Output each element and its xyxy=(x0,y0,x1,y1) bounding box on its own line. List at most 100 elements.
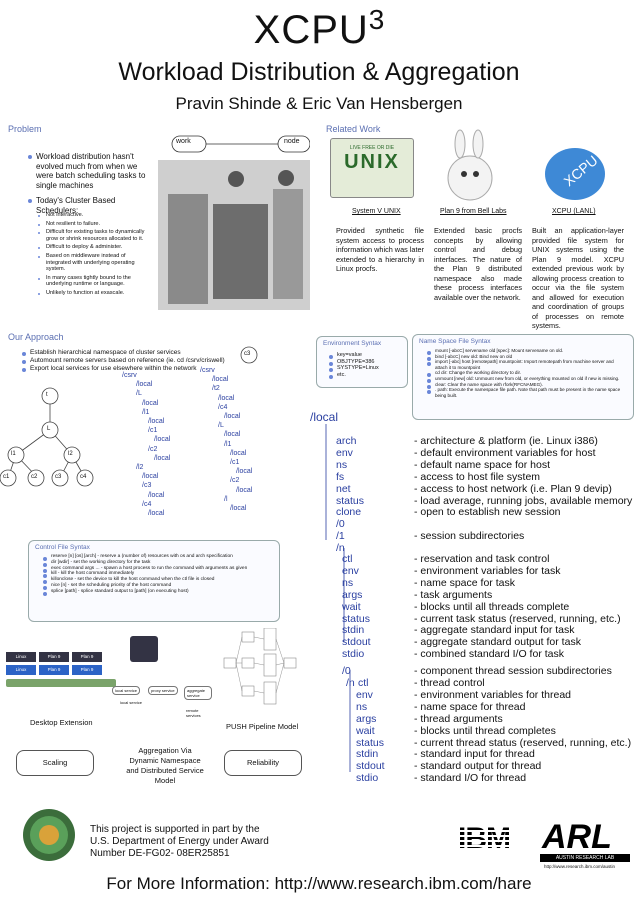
ibm-logo-text: IBM xyxy=(458,822,510,855)
fs-root: /local xyxy=(310,410,339,424)
fs-desc: - current thread status (reserved, runni… xyxy=(414,736,632,749)
fs-entry: ctl xyxy=(358,677,369,689)
fs-entry: ctl xyxy=(342,553,353,565)
approach-bullet: Export local services for use elsewhere … xyxy=(22,365,252,373)
desktop-extension-label: Desktop Extension xyxy=(30,718,93,727)
tree-entry: /local xyxy=(142,399,159,407)
fs-desc: - environment variables for task xyxy=(414,564,561,577)
problem-sub-bullet: In many cases tightly bound to the under… xyxy=(38,275,148,288)
ctl-box-title: Control File Syntax xyxy=(35,544,90,551)
fs-entry: args xyxy=(356,712,377,725)
problem-sublist: Not interactive. Not resilient to failur… xyxy=(38,212,148,297)
ns-box-item: import [-abc] host [remotepath] mountpoi… xyxy=(427,359,627,370)
dt-base-bar xyxy=(6,679,116,687)
tree-entry: /local xyxy=(230,449,247,457)
ctl-box-item: killonclose - set the device to kill the… xyxy=(43,577,273,584)
env-box-item: etc. xyxy=(329,372,401,379)
fs-entry: fs xyxy=(336,470,345,483)
fs-desc: - architecture & platform (ie. Linux i38… xyxy=(414,435,598,447)
fs-entry: wait xyxy=(342,600,361,613)
fs-entry: net xyxy=(336,482,351,495)
fs-entry: wait xyxy=(356,724,375,737)
fs-desc: - access to host file system xyxy=(414,470,541,483)
problem-sub-bullet: Based on middleware instead of integrate… xyxy=(38,253,148,273)
title-main: XCPU xyxy=(253,8,369,52)
ns-box-list: mount [-abcC] servename old [spec]: Moun… xyxy=(419,348,627,398)
dt-box: Plan 9 xyxy=(39,652,69,662)
fs-desc: - name space for thread xyxy=(414,700,526,713)
node-L: L xyxy=(47,426,51,432)
problem-list: Workload distribution hasn't evolved muc… xyxy=(28,152,150,215)
control-syntax-box: Control File Syntax reserve [n] [os] [ar… xyxy=(28,540,280,622)
fs-level1-desc: - architecture & platform (ie. Linux i38… xyxy=(414,435,632,543)
fs-entry: ns xyxy=(342,576,354,589)
tree-entry: /local xyxy=(142,473,159,481)
node-l2: l2 xyxy=(68,451,73,457)
fs-tree-lines xyxy=(325,424,351,772)
fs-entry: stdout xyxy=(356,760,385,773)
fs-entry: status xyxy=(342,612,371,625)
desktop-diagram: Linux Plan 9 Plan 9 Linux Plan 9 Plan 9 xyxy=(6,632,116,704)
svc-label: proxy service xyxy=(148,686,178,695)
fs-level1: arch env ns fs net status clone /0 /1 /n xyxy=(336,435,364,555)
ibm-logo-icon: IBM xyxy=(458,822,510,856)
fs-entry: stdio xyxy=(342,648,365,661)
fs-desc: - thread control xyxy=(414,677,485,689)
related-col-plan9-text: Extended basic procfs concepts by allowi… xyxy=(434,226,522,302)
xcpu-logo-icon: XCPU xyxy=(540,140,610,206)
tree-entry: /l2 xyxy=(136,464,144,472)
service-diagram: local service proxy service aggregate se… xyxy=(112,632,212,718)
fs-entry: clone xyxy=(336,506,362,519)
fs-entry: ns xyxy=(336,458,348,471)
tree-entry: /local xyxy=(224,413,241,421)
node-t: t xyxy=(46,392,48,398)
problem-sub-bullet: Difficult for existing tasks to dynamica… xyxy=(38,229,148,242)
env-box-item: SYSTYPE=Linux xyxy=(329,365,401,372)
authors: Pravin Shinde & Eric Van Hensbergen xyxy=(175,94,463,113)
namespace-tree-left: /csrv /local /L /local /l1 /local /c1 /l… xyxy=(122,371,212,518)
doe-seal-icon xyxy=(22,808,76,862)
tree-entry: /local xyxy=(212,376,229,384)
fs-entry: /0 xyxy=(336,518,345,531)
ns-box-item: bind [-abcC] new old: Bind new on old xyxy=(427,354,627,361)
fs-entry: env xyxy=(342,564,359,577)
problem-sub-bullet: Not interactive. xyxy=(38,212,148,219)
tree-entry: /local xyxy=(218,394,235,402)
node-c3-circle xyxy=(240,346,258,364)
tree-entry: /local xyxy=(136,381,153,389)
node-c1: c1 xyxy=(3,474,10,480)
namespace-syntax-box: Name Space File Syntax mount [-abcC] ser… xyxy=(412,334,634,420)
fs-desc: - current task status (reserved, running… xyxy=(414,612,621,625)
tree-entry: /local xyxy=(154,454,171,462)
related-col-xcpu-text: Built an application-layer provided file… xyxy=(532,226,624,330)
env-box-item: key=value xyxy=(329,352,401,359)
ctl-box-item: kill - kill the host command immediately xyxy=(43,571,273,579)
namespace-tree-right: /csrv /local /t2 /local /c4 /local /L /l… xyxy=(200,366,280,513)
dt-box: Plan 9 xyxy=(72,652,102,662)
work-label: work xyxy=(176,138,191,145)
fs-entry: args xyxy=(342,588,363,601)
problem-sub-bullet: Difficult to deploy & administer. xyxy=(38,244,148,251)
node-l1: l1 xyxy=(11,451,16,457)
subtitle: Workload Distribution & Aggregation xyxy=(118,58,520,86)
fs-entry: stdout xyxy=(342,636,371,649)
node-c3b: c3 xyxy=(244,351,251,357)
fs-entry: /1 xyxy=(336,530,345,543)
dt-box: Plan 9 xyxy=(72,665,102,675)
fs-desc: - standard I/O for thread xyxy=(414,772,527,785)
tree-entry: /t2 xyxy=(212,385,220,393)
ctl-box-list: reserve [n] [os] [arch] - reserve a (num… xyxy=(35,554,273,596)
fs-entry: /n xyxy=(346,677,355,690)
svc-label: local service xyxy=(120,700,143,705)
node-label: node xyxy=(284,138,300,145)
arl-banner: AUSTIN RESEARCH LAB xyxy=(540,854,630,862)
fs-desc: - aggregate standard input for task xyxy=(414,624,575,637)
approach-heading: Our Approach xyxy=(8,332,64,342)
fs-entry: /0 xyxy=(342,665,351,678)
ns-box-title: Name Space File Syntax xyxy=(419,338,491,345)
fs-desc: - aggregate standard output for task xyxy=(414,636,581,649)
tree-entry: /local xyxy=(224,431,241,439)
tree-entry: /c2 xyxy=(230,477,240,485)
svc-label: aggregate service xyxy=(184,686,212,700)
fs-entry: arch xyxy=(336,435,357,447)
